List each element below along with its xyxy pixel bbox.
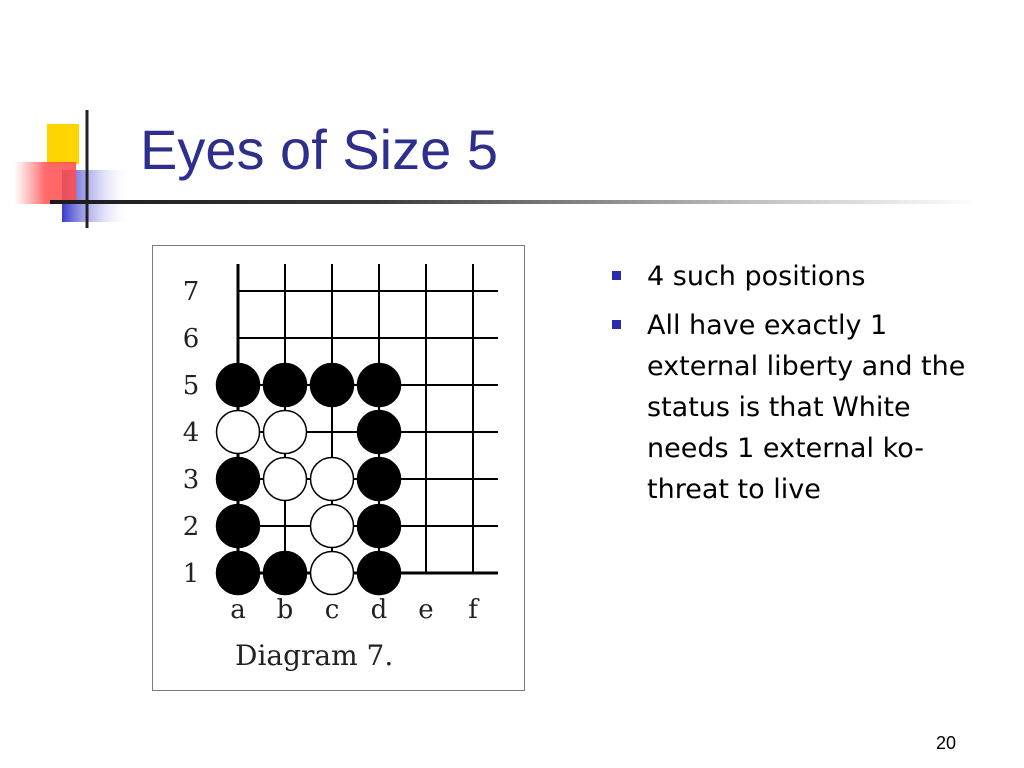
red-square <box>14 162 76 204</box>
row-label: 2 <box>183 512 200 542</box>
row-label: 4 <box>183 418 200 448</box>
square-bullet-icon <box>612 320 621 329</box>
bullet-list: 4 such positions All have exactly 1 exte… <box>612 256 972 518</box>
black-stone <box>215 456 261 502</box>
black-stone <box>356 503 402 549</box>
black-stone <box>356 456 402 502</box>
black-stone <box>215 503 261 549</box>
column-label: f <box>468 595 480 625</box>
column-label: d <box>371 595 388 625</box>
corner-decoration <box>14 110 140 228</box>
bullet-item: 4 such positions <box>612 256 972 297</box>
white-stone <box>309 456 355 502</box>
diagram-caption: Diagram 7. <box>235 639 393 672</box>
row-label: 6 <box>183 324 200 354</box>
white-stone <box>262 409 308 455</box>
black-stone <box>309 362 355 408</box>
white-stone <box>309 503 355 549</box>
slide-title: Eyes of Size 5 <box>140 118 498 181</box>
black-stone <box>356 362 402 408</box>
square-bullet-icon <box>612 271 621 280</box>
black-stone <box>215 550 261 596</box>
black-stone <box>262 362 308 408</box>
white-stone <box>215 409 261 455</box>
page-number: 20 <box>936 733 957 753</box>
column-label: a <box>230 595 246 625</box>
title-underline <box>50 200 980 204</box>
yellow-square <box>47 124 79 164</box>
column-label: b <box>277 595 294 625</box>
bullet-text: All have exactly 1 external liberty and … <box>647 310 966 505</box>
column-label: c <box>325 595 340 625</box>
column-label: e <box>418 595 433 625</box>
black-stone <box>215 362 261 408</box>
black-stone <box>356 550 402 596</box>
white-stone <box>262 456 308 502</box>
row-label: 1 <box>183 559 200 589</box>
row-label: 5 <box>183 371 200 401</box>
black-stone <box>262 550 308 596</box>
bullet-text: 4 such positions <box>647 261 866 292</box>
bullet-item: All have exactly 1 external liberty and … <box>612 305 972 510</box>
black-stone <box>356 409 402 455</box>
row-label: 3 <box>183 465 200 495</box>
white-stone <box>309 550 355 596</box>
row-label: 7 <box>183 277 200 307</box>
